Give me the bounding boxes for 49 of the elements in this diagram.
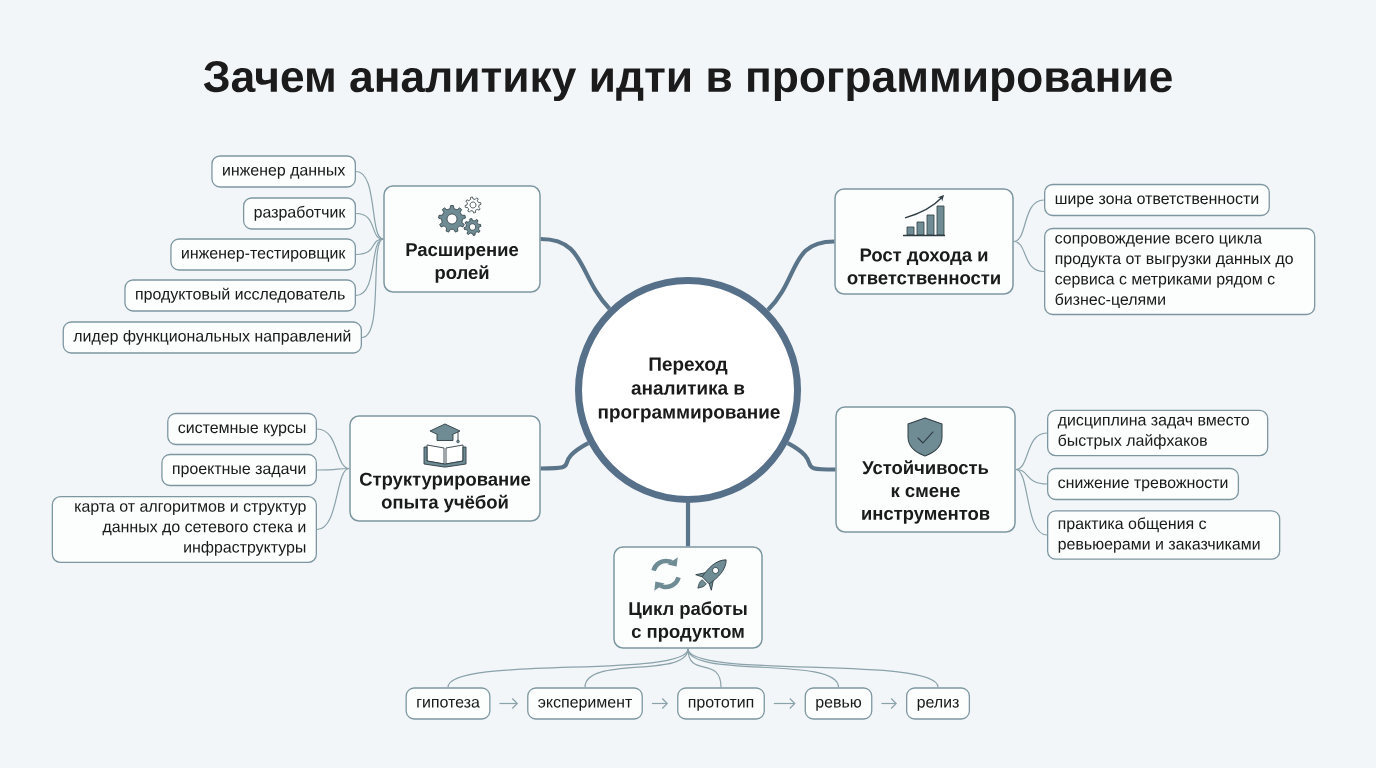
item-box: ревью [804,687,873,720]
connector-line [540,441,590,471]
connector-line [1013,199,1045,243]
connector-line [1015,468,1048,485]
connector-line [447,648,689,688]
item-box: инженер-тестировщик [170,238,356,271]
item-box: продуктовый исследователь [124,279,356,312]
connector-line [316,467,350,471]
connector-line [355,170,384,240]
connector-line [766,239,835,312]
item-box: эксперимент [527,687,643,720]
item-box: дисциплина задач вместо быстрых лайфхаков [1047,409,1269,457]
connector-line [584,648,689,688]
title: Зачем аналитику идти в программирование [203,60,1172,102]
connector-line [687,648,840,688]
arrow [651,697,669,710]
item-box: гипотеза [405,687,491,720]
topic-box: Цикл работы с продуктом [613,546,763,649]
item-box: лидер функциональных направлений [62,321,362,354]
connector-line [540,236,612,311]
connector-line [355,212,384,240]
item-box: снижение тревожности [1047,467,1240,501]
item-box: практика общения с ревьюерами и заказчиками [1047,510,1281,560]
topic-box: Расширение ролей [383,185,541,293]
topic-box: Рост дохода и ответственности [834,188,1014,295]
item-box: инженер данных [211,155,356,188]
arrow [880,697,897,710]
item-box: прототип [677,687,765,720]
connector-line [1015,432,1048,471]
item-box: релиз [906,687,970,720]
connector-line [687,648,939,688]
connector-line [355,238,384,297]
connector-line [1013,240,1045,273]
item-box: системные курсы [167,412,317,446]
item-box: карта от алгоритмов и структур данных до сетевого стека и инфраструктуры [51,496,317,563]
connector-line [361,238,384,339]
connector-line [316,428,350,470]
item-box: разработчик [243,197,356,230]
connector-line [316,467,350,531]
item-box: проектные задачи [161,453,317,487]
arrow [773,697,796,710]
topic-box: Устойчивость к смене инструментов [835,406,1016,533]
topic-box: Структурирование опыта учёбой [349,415,541,522]
item-box: сопровождение всего цикла продукта от выгрузки данных до сервиса с метриками рядом с бизнес-целями [1044,227,1316,316]
item-box: шире зона ответственности [1044,183,1270,217]
connector-line [1015,468,1048,536]
connector-line [786,441,836,472]
arrow [498,697,519,710]
connector-line [685,503,691,547]
